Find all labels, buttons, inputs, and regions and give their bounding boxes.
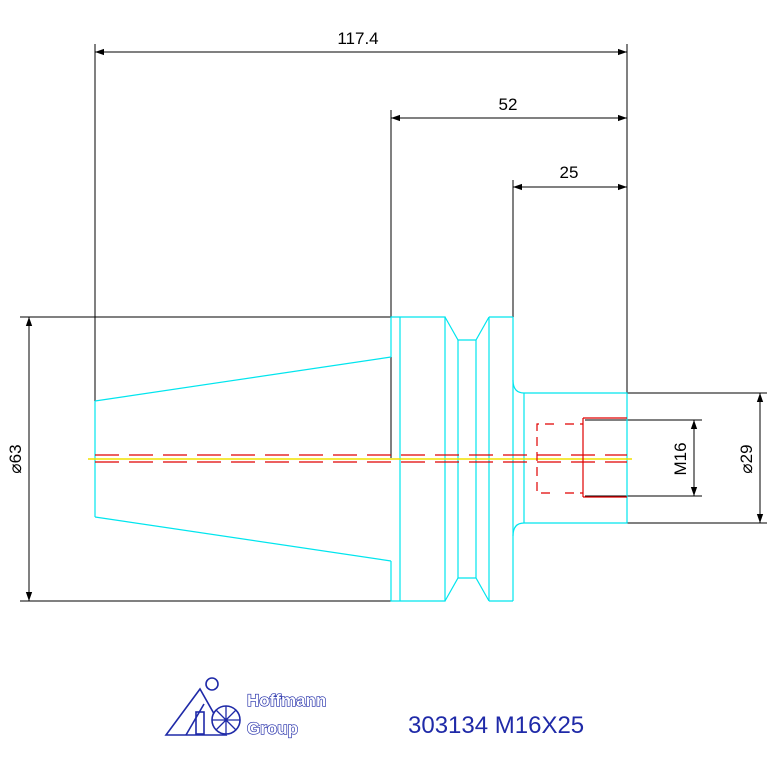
centerline (88, 454, 632, 463)
dimension-lines (20, 44, 767, 602)
dim-thread-length: 25 (560, 163, 579, 182)
dim-shank-length: 52 (499, 95, 518, 114)
thread-bore (536, 417, 627, 498)
dim-thread-size: M16 (671, 442, 690, 475)
dim-flange-diameter: ⌀63 (6, 444, 25, 473)
part-number: 303134 M16X25 (408, 712, 584, 739)
brand-line1: Hoffmann (247, 691, 326, 710)
hoffmann-logo-icon (164, 677, 241, 736)
brand-line2: Group (247, 719, 298, 738)
dim-overall-length: 117.4 (337, 29, 378, 48)
dim-neck-diameter: ⌀29 (737, 444, 756, 473)
